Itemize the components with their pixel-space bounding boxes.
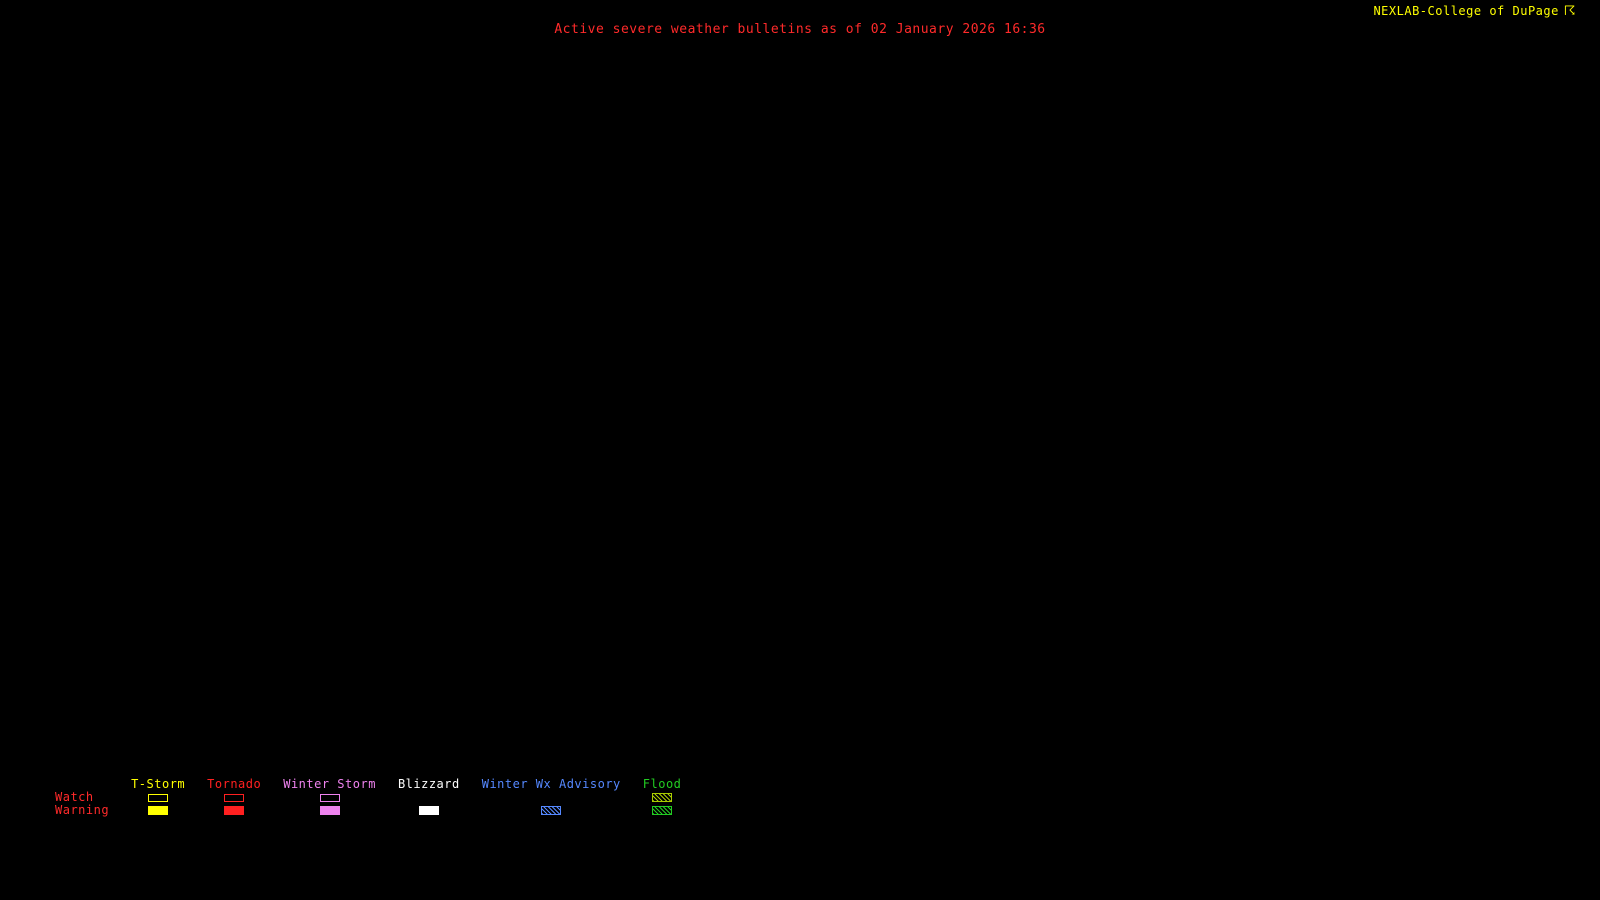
- map-area: [0, 40, 1600, 760]
- legend-row-warning-label: Warning: [55, 803, 110, 817]
- flood-watch-slot: [652, 791, 673, 804]
- flood-warning-swatch: [652, 806, 673, 815]
- legend-category-label-flood: Flood: [642, 777, 682, 791]
- t-storm-watch-slot: [148, 791, 169, 804]
- winter-storm-watch-swatch: [319, 793, 340, 802]
- legend-category-t-storm: T-Storm: [131, 777, 185, 817]
- winter-storm-watch-slot: [319, 791, 340, 804]
- winter-storm-warning-slot: [319, 804, 340, 817]
- legend-category-label-t-storm: T-Storm: [131, 777, 186, 791]
- page-title: Active severe weather bulletins as of 02…: [554, 22, 1046, 37]
- nexlab-logo-icon: ☈: [1563, 3, 1576, 19]
- flood-watch-swatch: [652, 793, 673, 802]
- legend-category-label-winter-wx-advisory: Winter Wx Advisory: [481, 777, 621, 791]
- winter-wx-advisory-warning-slot: [541, 804, 562, 817]
- blizzard-warning-swatch: [418, 806, 439, 815]
- blizzard-warning-slot: [418, 804, 439, 817]
- legend-category-label-blizzard: Blizzard: [397, 777, 460, 791]
- legend-row-labels: Watch Warning: [55, 777, 109, 817]
- tornado-warning-swatch: [224, 806, 245, 815]
- legend-category-label-winter-storm: Winter Storm: [283, 777, 376, 791]
- brand: NEXLAB-College of DuPage ☈: [1373, 4, 1576, 18]
- t-storm-warning-slot: [148, 804, 169, 817]
- winter-storm-warning-swatch: [319, 806, 340, 815]
- brand-text: NEXLAB-College of DuPage: [1373, 4, 1559, 18]
- legend-row-watch-label: Watch: [55, 790, 94, 804]
- winter-wx-advisory-warning-swatch: [541, 806, 562, 815]
- tornado-watch-slot: [224, 791, 245, 804]
- legend-category-winter-wx-advisory: Winter Wx Advisory: [482, 777, 621, 817]
- flood-warning-slot: [652, 804, 673, 817]
- legend-category-blizzard: Blizzard: [398, 777, 460, 817]
- t-storm-warning-swatch: [148, 806, 169, 815]
- legend: Watch Warning T-Storm Tornado Winter Storm…: [55, 777, 681, 817]
- tornado-warning-slot: [224, 804, 245, 817]
- legend-category-label-tornado: Tornado: [207, 777, 262, 791]
- legend-category-tornado: Tornado: [207, 777, 261, 817]
- t-storm-watch-swatch: [148, 793, 169, 802]
- legend-category-winter-storm: Winter Storm: [283, 777, 376, 817]
- legend-category-flood: Flood: [643, 777, 682, 817]
- tornado-watch-swatch: [224, 793, 245, 802]
